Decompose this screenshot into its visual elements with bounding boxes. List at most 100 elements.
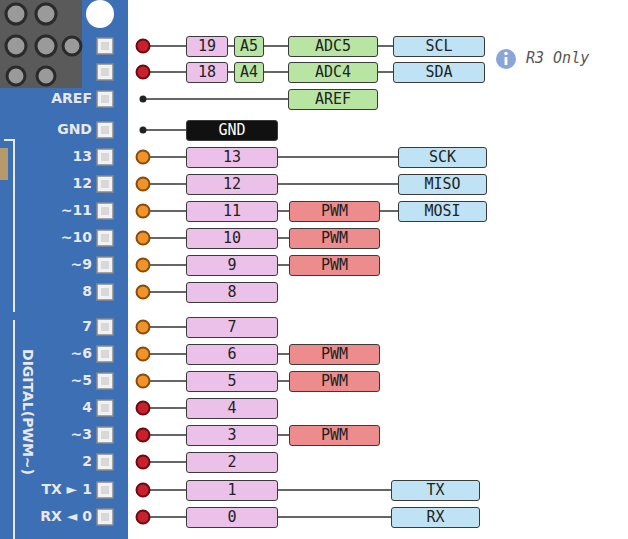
pin-socket <box>101 288 109 296</box>
signal-connector <box>264 71 288 73</box>
signal-connector <box>278 210 289 212</box>
pin-label: 9 <box>227 258 236 273</box>
pin-number-box: 5 <box>186 371 278 392</box>
bus-signal-box: SCK <box>398 147 487 168</box>
pin-dot <box>137 375 150 388</box>
analog-box: ADC4 <box>288 62 378 83</box>
pin-number-box: 7 <box>186 317 278 338</box>
pwm-box: PWM <box>289 425 380 446</box>
pin-number-box: 6 <box>186 344 278 365</box>
pin-label: PWM <box>321 204 348 219</box>
signal-connector <box>278 264 289 266</box>
header-pin <box>97 176 113 192</box>
signal-connector <box>378 45 393 47</box>
header-pin <box>97 284 113 300</box>
pin-label: 1 <box>227 483 236 498</box>
pwm-box: PWM <box>289 228 380 249</box>
header-pin <box>97 64 113 80</box>
pin-label: MOSI <box>424 204 460 219</box>
pin-label: 3 <box>227 428 236 443</box>
pin-number-box: 13 <box>186 147 278 168</box>
pin-label: RX <box>426 510 444 525</box>
pin-number-box: 18 <box>186 62 228 83</box>
signal-connector <box>264 45 288 47</box>
header-pin <box>97 38 113 54</box>
pin-socket <box>101 323 109 331</box>
pin-label: TX <box>426 483 444 498</box>
pin-socket <box>101 486 109 494</box>
pin-label: 19 <box>198 39 216 54</box>
header-pin <box>97 91 113 107</box>
header-pin <box>97 230 113 246</box>
pin-label: 6 <box>227 347 236 362</box>
pin-dots <box>137 40 289 524</box>
signal-connector <box>278 237 289 239</box>
pin-number-box: 9 <box>186 255 278 276</box>
pin-dot <box>137 259 150 272</box>
header-pin <box>97 454 113 470</box>
pin-lead <box>146 461 186 463</box>
header-pin <box>97 122 113 138</box>
ground-box: GND <box>186 120 278 141</box>
pin-lead <box>146 407 186 409</box>
pin-socket <box>101 404 109 412</box>
header-pins <box>97 38 113 525</box>
pin-lead <box>146 183 186 185</box>
pin-socket <box>101 513 109 521</box>
board-edge <box>0 0 128 539</box>
pin-label: PWM <box>321 428 348 443</box>
pin-socket <box>101 95 109 103</box>
pin-socket <box>101 350 109 358</box>
header-holes <box>6 4 81 85</box>
board-pin-label: ~10 <box>16 230 92 244</box>
pin-label: SCL <box>425 39 452 54</box>
note-text: R3 Only <box>526 51 589 66</box>
pin-lead <box>146 210 186 212</box>
bus-signal-box: MOSI <box>398 201 487 222</box>
pin-dot <box>137 286 150 299</box>
header-pin <box>97 509 113 525</box>
pin-label: PWM <box>321 231 348 246</box>
pin-socket <box>101 126 109 134</box>
pin-socket <box>101 431 109 439</box>
signal-connector <box>278 516 391 518</box>
board-pin-label: TX ► 1 <box>16 482 92 496</box>
pwm-box: PWM <box>289 201 380 222</box>
pin-number-box: 12 <box>186 174 278 195</box>
signal-connector <box>380 210 398 212</box>
pin-dot <box>137 151 150 164</box>
pin-label: ADC4 <box>315 65 351 80</box>
signal-connector <box>278 183 398 185</box>
analog-box: A5 <box>234 36 264 57</box>
bus-signal-box: RX <box>391 507 480 528</box>
pin-number-box: 11 <box>186 201 278 222</box>
pin-label: 7 <box>227 320 236 335</box>
header-pin <box>97 257 113 273</box>
pin-dot <box>137 232 150 245</box>
pin-socket <box>101 153 109 161</box>
board-pin-label: 12 <box>16 176 92 190</box>
pin-number-box: 1 <box>186 480 278 501</box>
pin-label: SDA <box>425 65 452 80</box>
board-component <box>0 148 8 180</box>
pin-label: MISO <box>424 177 460 192</box>
pin-number-box: 4 <box>186 398 278 419</box>
pin-socket <box>101 377 109 385</box>
pin-dot <box>137 178 150 191</box>
pin-label: ADC5 <box>315 39 351 54</box>
pin-dot <box>140 127 147 134</box>
pin-label: 18 <box>198 65 216 80</box>
pin-lead <box>146 98 288 100</box>
pin-dot <box>137 484 150 497</box>
pin-dot <box>137 348 150 361</box>
pin-label: 0 <box>227 510 236 525</box>
header-pin <box>97 400 113 416</box>
pin-dot <box>137 205 150 218</box>
pin-lead <box>146 326 186 328</box>
digital-bracket <box>4 140 14 539</box>
pin-lead <box>146 434 186 436</box>
pin-socket <box>101 180 109 188</box>
board-pin-label: ~11 <box>16 203 92 217</box>
pin-label: AREF <box>315 92 351 107</box>
signal-connector <box>278 156 398 158</box>
